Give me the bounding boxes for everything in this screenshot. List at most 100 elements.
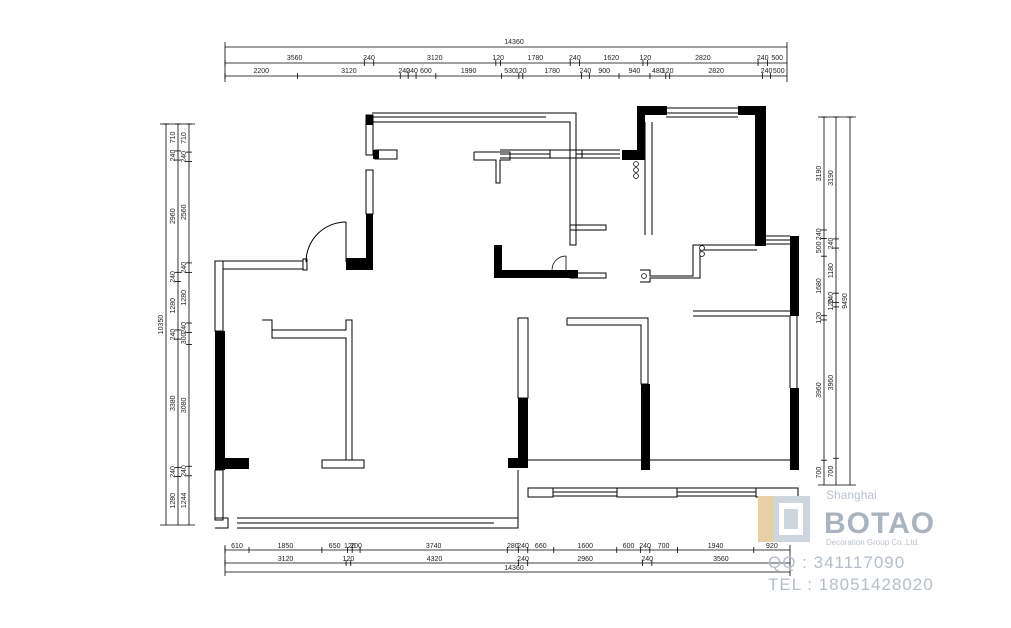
dimension-label: 480 bbox=[652, 68, 664, 75]
dimension-label: 240 bbox=[569, 55, 581, 62]
dimension-label: 240 bbox=[170, 329, 177, 341]
watermark-qq: QQ : 341117090 bbox=[768, 553, 905, 572]
dimension-label: 300 bbox=[181, 333, 188, 345]
dimension-label: 2960 bbox=[170, 208, 177, 224]
dimension-label: 120 bbox=[816, 312, 823, 324]
dimension-label: 120 bbox=[343, 556, 355, 563]
dimension-label: 3080 bbox=[181, 397, 188, 413]
dimension-label: 500 bbox=[771, 55, 783, 62]
dimension-label: 240 bbox=[828, 292, 835, 304]
dimension-label: 3960 bbox=[828, 375, 835, 391]
dimension-label: 1940 bbox=[708, 543, 724, 550]
watermark-tel: TEL : 18051428020 bbox=[768, 575, 934, 594]
dimension-label: 3190 bbox=[828, 170, 835, 186]
dimension-label: 3120 bbox=[341, 68, 357, 75]
dimension-label: 240 bbox=[761, 68, 773, 75]
dimension-label: 3120 bbox=[278, 556, 294, 563]
dimension-label: 920 bbox=[766, 543, 778, 550]
dimension-label: 240 bbox=[816, 228, 823, 240]
watermark-company: Decoration Group Co.,Ltd. bbox=[826, 538, 919, 547]
dimension-label: 120 bbox=[492, 55, 504, 62]
dimension-label: 1780 bbox=[528, 55, 544, 62]
top-total-dimension: 14360 bbox=[504, 39, 524, 46]
dimension-label: 240 bbox=[181, 151, 188, 163]
dimension-label: 3960 bbox=[816, 382, 823, 398]
dimension-label: 10350 bbox=[158, 315, 165, 335]
dimension-label: 240 bbox=[181, 262, 188, 274]
dimension-label: 500 bbox=[816, 241, 823, 253]
dimension-label: 600 bbox=[420, 68, 432, 75]
dimension-label: 2820 bbox=[695, 55, 711, 62]
dimension-label: 700 bbox=[658, 543, 670, 550]
dimension-label: 600 bbox=[623, 543, 635, 550]
dimension-label: 710 bbox=[170, 132, 177, 144]
dimension-label: 2820 bbox=[708, 68, 724, 75]
dimension-label: 1990 bbox=[461, 68, 477, 75]
dimension-label: 280 bbox=[507, 543, 519, 550]
dimension-label: 240 bbox=[641, 556, 653, 563]
dimension-label: 1280 bbox=[170, 493, 177, 509]
dimension-label: 650 bbox=[329, 543, 341, 550]
top-dimension-group bbox=[224, 42, 788, 82]
dimension-label: 940 bbox=[629, 68, 641, 75]
dimension-label: 3190 bbox=[816, 166, 823, 182]
right-dimension-group bbox=[818, 116, 856, 486]
dimension-label: 3560 bbox=[713, 556, 729, 563]
dimension-label: 1850 bbox=[278, 543, 294, 550]
dimension-label: 240 bbox=[398, 68, 410, 75]
dimension-label: 530 bbox=[504, 68, 516, 75]
dimension-label: 120 bbox=[344, 543, 356, 550]
dimension-label: 240 bbox=[170, 466, 177, 478]
small-door-arc bbox=[551, 255, 567, 271]
dimension-label: 200 bbox=[350, 543, 362, 550]
dimension-label: 4320 bbox=[427, 556, 443, 563]
dimension-label: 1620 bbox=[603, 55, 619, 62]
dimension-label: 240 bbox=[517, 543, 529, 550]
dimension-label: 500 bbox=[773, 68, 785, 75]
dimension-label: 240 bbox=[517, 556, 529, 563]
solid-walls bbox=[215, 106, 799, 470]
pipe-markers bbox=[633, 161, 705, 279]
dimension-label: 240 bbox=[170, 271, 177, 283]
dimension-label: 660 bbox=[535, 543, 547, 550]
right-dimension-outer: 9490 bbox=[842, 116, 853, 309]
dimension-label: 1680 bbox=[816, 278, 823, 294]
dimension-label: 700 bbox=[816, 467, 823, 479]
dimension-label: 240 bbox=[181, 322, 188, 334]
company-watermark: Shanghai BOTAO Decoration Group Co.,Ltd.… bbox=[758, 488, 935, 594]
dimension-label: 2560 bbox=[181, 204, 188, 220]
dimension-label: 1600 bbox=[577, 543, 593, 550]
dimension-label: 1780 bbox=[544, 68, 560, 75]
dimension-label: 3120 bbox=[427, 55, 443, 62]
dimension-label: 240 bbox=[406, 68, 418, 75]
dimension-label: 1180 bbox=[828, 263, 835, 278]
watermark-brand: BOTAO bbox=[824, 507, 935, 540]
dimension-label: 240 bbox=[757, 55, 769, 62]
dimension-label: 710 bbox=[181, 132, 188, 144]
dimension-label: 240 bbox=[639, 543, 651, 550]
dimension-label: 120 bbox=[662, 68, 674, 75]
dimension-label: 3560 bbox=[287, 55, 303, 62]
dimension-label: 240 bbox=[363, 55, 375, 62]
company-logo bbox=[758, 496, 810, 542]
dimension-label: 120 bbox=[828, 299, 835, 311]
dimension-label: 3740 bbox=[426, 543, 442, 550]
dimension-label: 1280 bbox=[170, 298, 177, 314]
dimension-label: 240 bbox=[828, 238, 835, 250]
entry-door bbox=[302, 221, 347, 271]
dimension-label: 2200 bbox=[253, 68, 269, 75]
dimension-label: 120 bbox=[515, 68, 527, 75]
dimension-label: 240 bbox=[580, 68, 592, 75]
bottom-total-dimension: 14360 bbox=[504, 565, 524, 572]
left-dimension-outer: 10350 bbox=[158, 123, 169, 335]
thin-walls bbox=[214, 107, 799, 529]
dimension-label: 900 bbox=[598, 68, 610, 75]
